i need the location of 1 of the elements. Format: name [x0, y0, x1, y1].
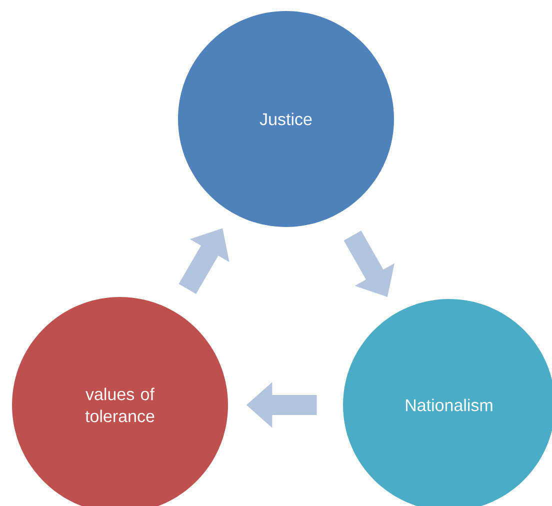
circle-node: Justice	[178, 11, 394, 227]
